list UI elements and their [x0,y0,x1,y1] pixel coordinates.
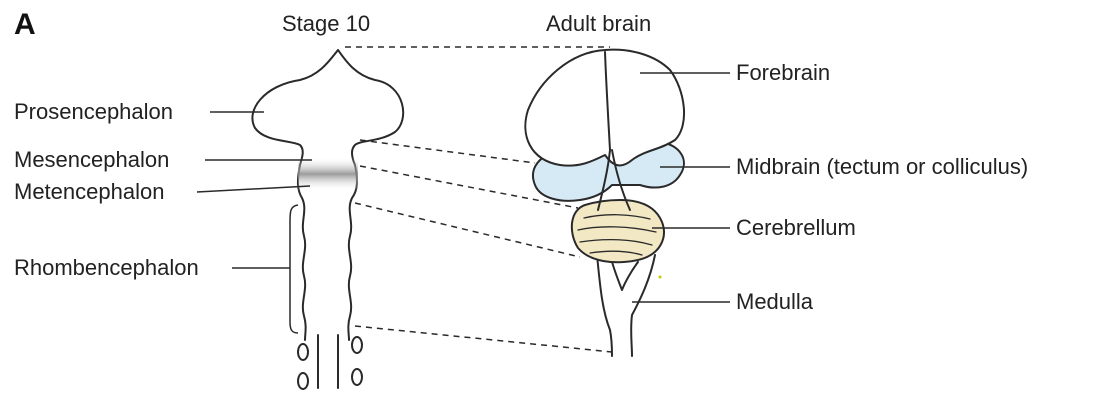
rhombencephalon-bracket [290,205,298,333]
hindbrain-right-edge [348,165,357,340]
forebrain-label: Forebrain [736,62,830,84]
metencephalon-label: Metencephalon [14,181,164,203]
hindbrain-left-edge [298,165,306,340]
somite [298,344,308,360]
adult-brain-title: Adult brain [546,13,651,35]
medulla-correspondence [355,326,612,352]
metencephalon-leader [197,186,310,192]
mesencephalon-label: Mesencephalon [14,149,169,171]
prosencephalon-label: Prosencephalon [14,101,173,123]
panel-label: A [14,10,36,40]
somite [352,337,362,353]
medulla-label: Medulla [736,291,813,313]
mesencephalon-correspondence-1 [360,140,535,163]
midbrain-label: Midbrain (tectum or colliculus) [736,156,1028,178]
embryo-leader-lines [197,112,312,268]
stage10-title: Stage 10 [282,13,370,35]
metencephalon-correspondence [355,203,580,257]
somite [298,373,308,389]
speck-dot [659,276,662,279]
cerebrellum-label: Cerebrellum [736,217,856,239]
stage10-neural-tube [252,50,403,389]
rhombencephalon-label: Rhombencephalon [14,257,199,279]
prosencephalon-outline [252,50,403,165]
fourth-ventricle [612,262,638,290]
somite [352,369,362,385]
